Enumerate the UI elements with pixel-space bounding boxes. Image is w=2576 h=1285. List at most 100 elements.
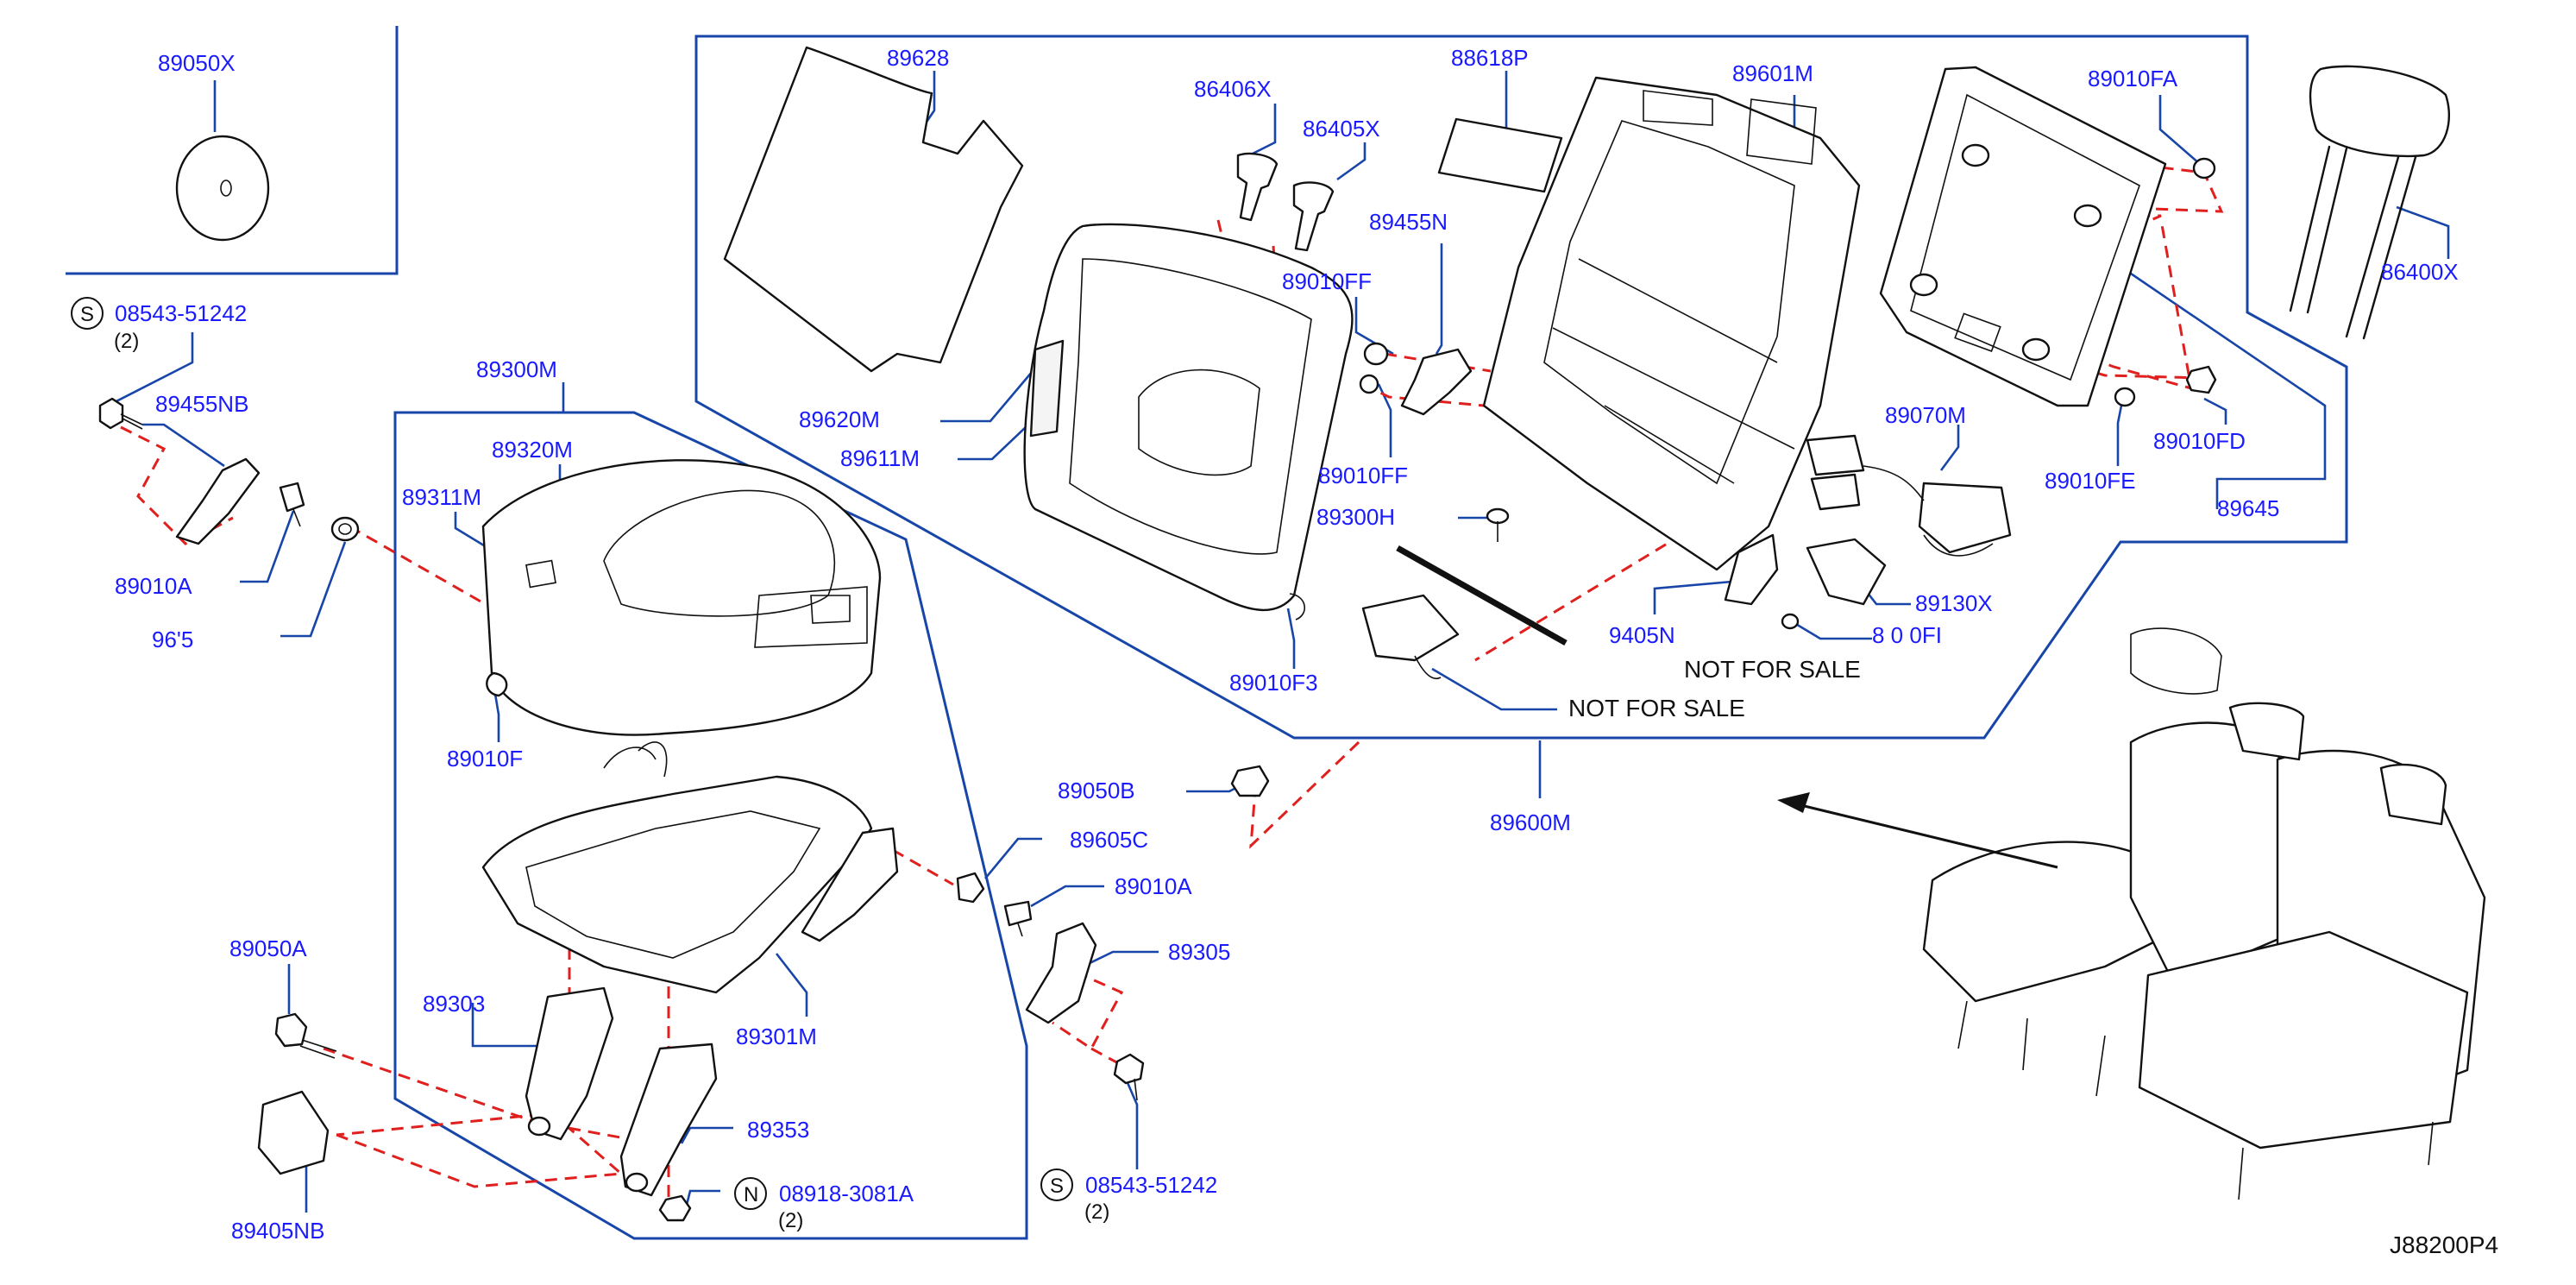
latch-9405n-icon [1724, 533, 1779, 606]
label-89010fd-partial: 8 0 0FI [1872, 622, 1942, 648]
cover-89405nb-icon [257, 1090, 330, 1175]
label-89405nb: 89405NB [231, 1218, 324, 1244]
label-89301m: 89301M [736, 1024, 817, 1049]
label-not-for-sale-2: NOT FOR SALE [1568, 695, 1745, 721]
symbol-s-bot-icon [1040, 1168, 1073, 1201]
group-boxes [66, 26, 2348, 1240]
qty-08543-bot: (2) [1084, 1200, 1109, 1224]
leader-89010a-mid [1030, 885, 1104, 908]
label-89455n: 89455N [1369, 209, 1448, 235]
leader-89305 [1082, 950, 1159, 968]
label-86406x: 86406X [1194, 76, 1272, 102]
label-89305: 89305 [1168, 939, 1230, 965]
harness-89070m-icon [1806, 434, 2012, 557]
cap-89010ff-top-icon [1363, 342, 1389, 366]
bolt-08543-bot-icon [1113, 1053, 1145, 1101]
clip-96-5-icon [330, 516, 360, 542]
label-89050b: 89050B [1058, 778, 1135, 803]
bolt-08543-top-icon [98, 397, 143, 430]
box-89600m [694, 35, 2348, 740]
group-parts [98, 46, 2486, 1222]
label-89353: 89353 [747, 1117, 809, 1143]
symbol-s-top-icon [71, 297, 104, 330]
label-not-for-sale-1: NOT FOR SALE [1684, 656, 1861, 683]
label-89320m: 89320M [492, 437, 573, 463]
dash-89405nb [336, 1112, 625, 1188]
seat-frame-89301m-icon [481, 741, 899, 994]
leader-89010f3 [1286, 608, 1296, 669]
label-08918-3081a: 08918-3081A [779, 1181, 914, 1206]
leader-89353 [680, 1126, 733, 1144]
motor-assembly-icon [1361, 545, 1568, 679]
leader-89301m [775, 953, 808, 1017]
reference-arrow-icon [1777, 792, 2058, 869]
box-89050x [66, 26, 399, 275]
label-89303: 89303 [423, 991, 485, 1017]
group-labels: 89050X S 08543-51242 (2) 89455NB 89010A … [71, 45, 2498, 1258]
nut-89010fd-icon [2185, 365, 2217, 394]
disc-89050x-icon [175, 135, 270, 242]
label-88618p: 88618P [1451, 45, 1529, 71]
leader-86406x [1252, 104, 1277, 155]
leader-89455n [1435, 243, 1443, 355]
seat-assembly-reference-icon [1922, 627, 2486, 1200]
box-89300m [393, 411, 1028, 1240]
leader-89605c [983, 837, 1042, 879]
label-08543-51242-bot: 08543-51242 [1085, 1172, 1217, 1198]
leader-08543-bot [1124, 1078, 1139, 1169]
label-89601m: 89601M [1732, 60, 1813, 86]
diagram-code: J88200P4 [2390, 1231, 2498, 1258]
label-9405n: 9405N [1609, 622, 1675, 648]
leader-89070m [1939, 425, 1960, 471]
plate-88618p-icon [1437, 117, 1563, 193]
leader-89645 [2108, 257, 2327, 509]
label-89311m: 89311M [402, 484, 481, 510]
label-89010ff-bot: 89010FF [1318, 463, 1408, 488]
label-89010ff-top: 89010FF [1282, 268, 1372, 294]
leader-08543-top [107, 332, 194, 407]
label-89010fe: 89010FE [2045, 468, 2136, 494]
qty-08918: (2) [778, 1209, 803, 1232]
leader-9405n [1653, 578, 1752, 614]
bracket-89305-icon [1025, 922, 1097, 1024]
qty-08543-top: (2) [114, 330, 139, 353]
frame-89601m-icon [1482, 76, 1861, 571]
label-89600m: 89600M [1490, 809, 1571, 835]
dash-89455n [1384, 352, 1492, 373]
leader-89620m [940, 370, 1034, 423]
nut-08918-icon [658, 1194, 692, 1222]
dash-89605c [892, 848, 954, 886]
leader-89010fd-partial [1794, 621, 1872, 640]
label-89010fa: 89010FA [2088, 66, 2178, 91]
label-89010f: 89010F [447, 746, 523, 772]
label-89300h: 89300H [1316, 504, 1395, 530]
symbol-n-icon [734, 1177, 767, 1210]
dash-89050a [323, 1047, 678, 1150]
seatback-89620m-icon [1023, 223, 1354, 612]
ring-89010f3-icon [1289, 593, 1305, 620]
label-89070m: 89070M [1885, 402, 1966, 428]
leader-08918 [684, 1189, 720, 1209]
clip-89010f-icon [486, 671, 508, 697]
leader-89010fa [2158, 95, 2201, 165]
label-89455nb: 89455NB [155, 391, 248, 417]
label-89605c: 89605C [1070, 827, 1148, 853]
clip-89010fe-icon [2114, 387, 2136, 407]
pad-89628-icon [723, 46, 1024, 373]
screw-89300h-icon [1486, 507, 1510, 542]
bracket-89455nb-icon [175, 457, 261, 545]
guide-86405x-icon [1292, 181, 1335, 252]
label-89010a-left: 89010A [115, 573, 192, 599]
symbol-s-bot: S [1050, 1175, 1064, 1198]
label-89611m: 89611M [840, 445, 920, 471]
stud-89010a-left-icon [279, 482, 305, 527]
symbol-s-top: S [80, 303, 94, 326]
label-86400x: 86400X [2381, 259, 2459, 285]
label-08543-51242-top: 08543-51242 [115, 300, 247, 326]
symbol-n: N [744, 1183, 758, 1206]
leader-89010a-left [240, 510, 295, 583]
leader-96-5 [280, 541, 347, 638]
label-89300m: 89300M [476, 356, 557, 382]
dash-86406x [1216, 219, 1235, 286]
